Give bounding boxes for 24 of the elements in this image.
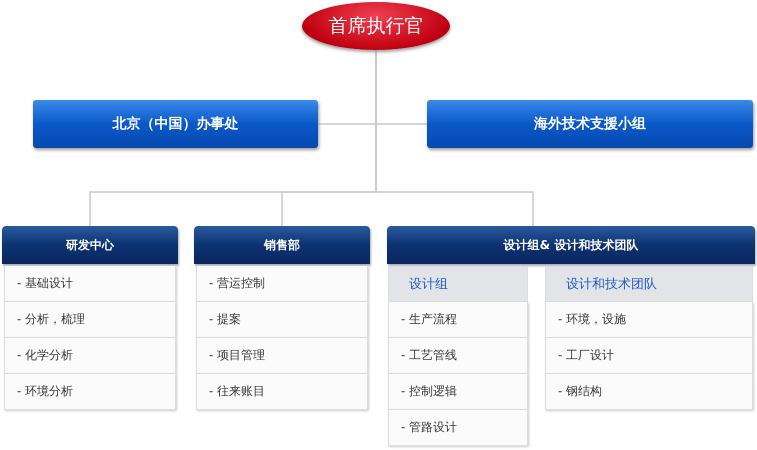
department-header: 设计组& 设计和技术团队 [387,226,755,264]
office-box: 北京（中国）办事处 [33,100,318,148]
subgroup-header: 设计组 [388,266,528,302]
office-box: 海外技术支援小组 [427,100,753,148]
department-header: 研发中心 [2,226,178,264]
list-item: - 营运控制 [196,266,368,302]
list-item: - 工厂设计 [545,338,753,374]
list-item: - 分析，梳理 [4,302,176,338]
list-item: - 往来账目 [196,374,368,410]
list-item: - 环境分析 [4,374,176,410]
department-header: 销售部 [194,226,370,264]
list-item: - 提案 [196,302,368,338]
subgroup-header: 设计和技术团队 [545,266,753,302]
list-item: - 工艺管线 [388,338,528,374]
list-item: - 化学分析 [4,338,176,374]
connector-line [375,50,534,226]
list-item: - 环境，设施 [545,302,753,338]
list-item: - 控制逻辑 [388,374,528,410]
title-ellipse: 首席执行官 [302,2,450,50]
list-item: - 钢结构 [545,374,753,410]
list-item: - 项目管理 [196,338,368,374]
list-item: - 管路设计 [388,410,528,446]
list-item: - 生产流程 [388,302,528,338]
list-item: - 基础设计 [4,266,176,302]
